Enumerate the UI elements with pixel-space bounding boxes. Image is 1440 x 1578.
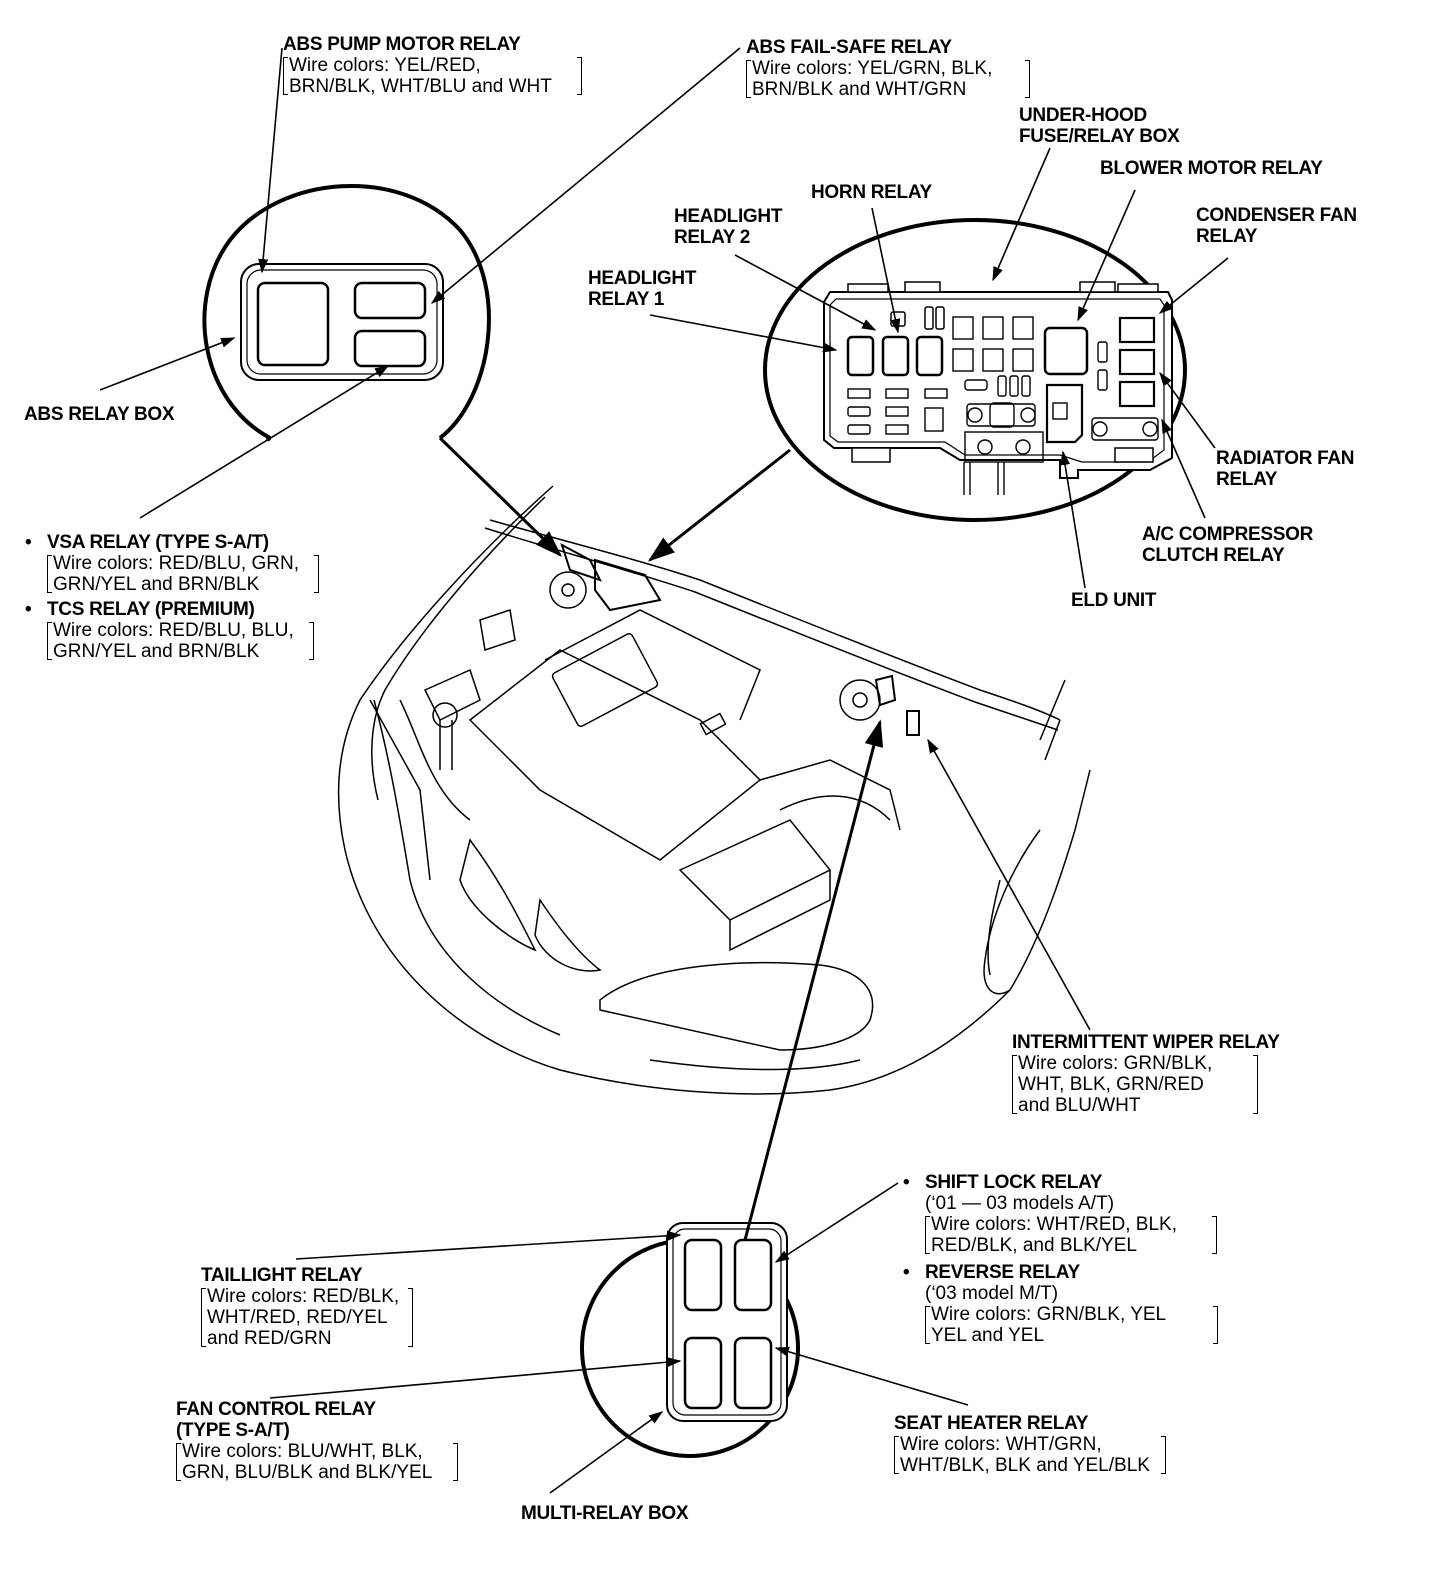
callout-title: TCS RELAY (PREMIUM)	[47, 599, 255, 620]
seat-heater-relay-callout: SEAT HEATER RELAY Wire colors: WHT/GRN, …	[894, 1413, 1166, 1476]
model-note: (‘03 model M/T)	[925, 1283, 1059, 1304]
eld-unit-label: ELD UNIT	[1071, 590, 1157, 611]
headlight-relay-2-label: HEADLIGHT RELAY 2	[674, 206, 783, 248]
callout-title: REVERSE RELAY	[925, 1262, 1080, 1283]
vsa-relay-callout: • VSA RELAY (TYPE S-A/T) Wire colors: RE…	[25, 532, 319, 595]
multi-relay-box-detail	[580, 1222, 800, 1458]
car-engine-bay-illustration	[337, 485, 1091, 1095]
blower-motor-relay-label: BLOWER MOTOR RELAY	[1100, 158, 1323, 179]
wire-colors: Wire colors: RED/BLU, GRN, GRN/YEL and B…	[47, 553, 319, 595]
wire-colors: Wire colors: GRN/BLK, WHT, BLK, GRN/RED …	[1012, 1053, 1259, 1116]
radiator-fan-relay-label: RADIATOR FAN RELAY	[1216, 448, 1355, 490]
callout-title: TAILLIGHT RELAY	[201, 1265, 363, 1286]
abs-pump-motor-relay-callout: ABS PUMP MOTOR RELAY Wire colors: YEL/RE…	[283, 34, 582, 97]
vsa-tcs-relay-shape	[353, 329, 427, 368]
bullet: •	[25, 599, 32, 620]
bullet: •	[903, 1172, 910, 1193]
callout-title: ABS PUMP MOTOR RELAY	[283, 34, 521, 55]
callout-title: INTERMITTENT WIPER RELAY	[1012, 1032, 1280, 1053]
wire-colors: Wire colors: RED/BLK, WHT/RED, RED/YEL a…	[201, 1286, 414, 1349]
wire-colors: Wire colors: YEL/GRN, BLK, BRN/BLK and W…	[746, 58, 1031, 100]
headlight-relay-1-label: HEADLIGHT RELAY 1	[588, 268, 697, 310]
bullet: •	[903, 1262, 910, 1283]
shift-lock-relay-callout: • SHIFT LOCK RELAY (‘01 — 03 models A/T)…	[903, 1172, 1217, 1256]
abs-pump-motor-relay-shape	[256, 281, 330, 367]
wire-colors: Wire colors: YEL/RED, BRN/BLK, WHT/BLU a…	[283, 55, 582, 97]
intermittent-wiper-relay-callout: INTERMITTENT WIPER RELAY Wire colors: GR…	[1012, 1032, 1280, 1116]
type-note: (TYPE S-A/T)	[176, 1420, 290, 1441]
callout-title: SEAT HEATER RELAY	[894, 1413, 1089, 1434]
under-hood-fuse-relay-box-label: UNDER-HOOD FUSE/RELAY BOX	[1019, 105, 1180, 147]
model-note: (‘01 — 03 models A/T)	[925, 1193, 1115, 1214]
reverse-relay-callout: • REVERSE RELAY (‘03 model M/T) Wire col…	[903, 1262, 1219, 1346]
wire-colors: Wire colors: WHT/RED, BLK, RED/BLK, and …	[925, 1214, 1217, 1256]
bullet: •	[25, 532, 32, 553]
abs-fail-safe-relay-callout: ABS FAIL-SAFE RELAY Wire colors: YEL/GRN…	[746, 37, 1031, 100]
wire-colors: Wire colors: WHT/GRN, WHT/BLK, BLK and Y…	[894, 1434, 1166, 1476]
abs-relay-box-detail	[202, 184, 491, 442]
wire-colors: Wire colors: GRN/BLK, YEL YEL and YEL	[925, 1304, 1219, 1346]
leader-lines	[99, 47, 1229, 1494]
under-hood-box-detail	[763, 218, 1187, 522]
horn-relay-label: HORN RELAY	[811, 182, 932, 203]
callout-title: VSA RELAY (TYPE S-A/T)	[47, 532, 269, 553]
wire-colors: Wire colors: RED/BLU, BLU, GRN/YEL and B…	[47, 620, 314, 662]
callout-title: ABS FAIL-SAFE RELAY	[746, 37, 952, 58]
wire-colors: Wire colors: BLU/WHT, BLK, GRN, BLU/BLK …	[176, 1441, 459, 1483]
fan-control-relay-callout: FAN CONTROL RELAY (TYPE S-A/T) Wire colo…	[176, 1399, 459, 1483]
multi-relay-box-label: MULTI-RELAY BOX	[521, 1503, 689, 1524]
condenser-fan-relay-label: CONDENSER FAN RELAY	[1196, 205, 1357, 247]
abs-relay-box-label: ABS RELAY BOX	[24, 404, 175, 425]
taillight-relay-callout: TAILLIGHT RELAY Wire colors: RED/BLK, WH…	[201, 1265, 414, 1349]
tcs-relay-callout: • TCS RELAY (PREMIUM) Wire colors: RED/B…	[25, 599, 314, 662]
abs-fail-safe-relay-shape	[353, 281, 427, 320]
callout-title: SHIFT LOCK RELAY	[925, 1172, 1103, 1193]
callout-title: FAN CONTROL RELAY	[176, 1399, 376, 1420]
ac-compressor-clutch-relay-label: A/C COMPRESSOR CLUTCH RELAY	[1142, 524, 1314, 566]
